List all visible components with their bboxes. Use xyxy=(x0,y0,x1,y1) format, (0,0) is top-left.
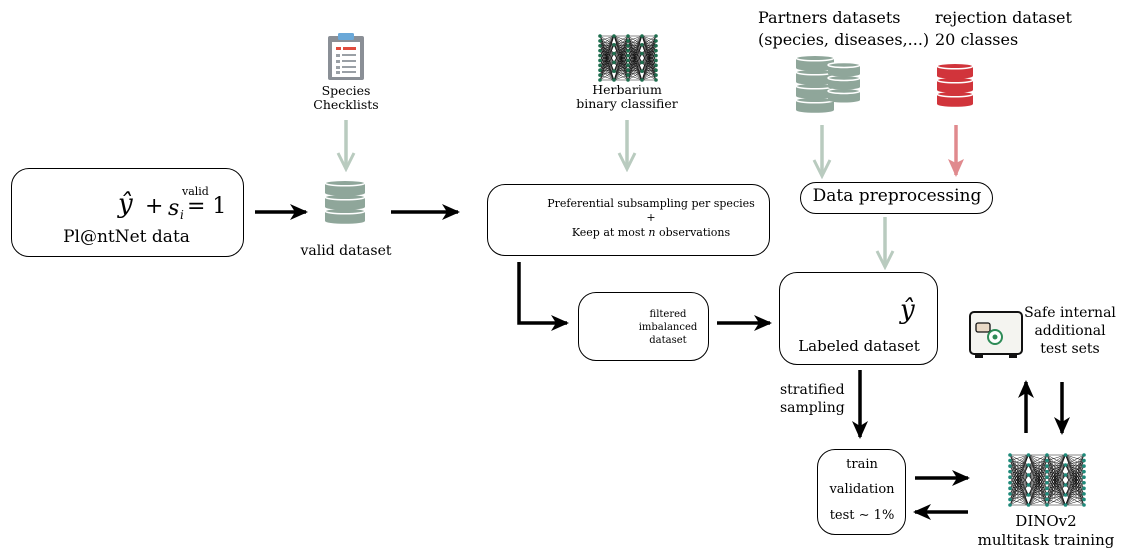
subsampling-label: Preferential subsampling per species + K… xyxy=(547,197,755,239)
subsampling-box xyxy=(487,184,770,256)
filtered-box xyxy=(578,292,709,361)
filtered-label: filtered imbalanced dataset xyxy=(638,309,698,346)
herbarium-label: Herbarium binary classifier xyxy=(576,82,678,112)
s-superscript: valid xyxy=(182,185,209,198)
partners-label: Partners datasets (species, diseases,...… xyxy=(758,8,930,49)
stratified-label: stratified sampling xyxy=(780,382,845,417)
neural-network-icon xyxy=(1008,453,1086,507)
dino-label: DINOv2 multitask training xyxy=(977,512,1115,549)
neural-network-icon xyxy=(598,34,658,82)
clipboard-icon xyxy=(328,33,364,80)
checklists-label: Species Checklists xyxy=(313,83,379,113)
labeled-box xyxy=(779,272,938,365)
database-icon xyxy=(827,61,861,103)
preprocessing-label: Data preprocessing xyxy=(812,186,982,206)
plantnet-box xyxy=(11,168,244,257)
s-symbol: s xyxy=(168,196,180,221)
rejection-label: rejection dataset 20 classes xyxy=(935,8,1072,49)
safe-icon xyxy=(969,311,1023,358)
preprocessing-box xyxy=(800,182,993,214)
split-test: test ∼ 1% xyxy=(829,508,895,523)
s-subscript: i xyxy=(180,208,184,222)
valid-dataset-label: valid dataset xyxy=(300,243,392,259)
plantnet-label: Pl@ntNet data xyxy=(63,227,190,247)
labeled-label: Labeled dataset xyxy=(798,337,920,355)
safe-label: Safe internal additional test sets xyxy=(1024,305,1116,358)
plus-sign: + xyxy=(145,194,164,219)
splits-box xyxy=(817,449,906,535)
y-hat-symbol: ŷ xyxy=(900,295,915,325)
database-icon xyxy=(936,62,974,107)
database-icon xyxy=(795,54,835,113)
split-validation: validation xyxy=(829,482,895,497)
database-icon xyxy=(324,179,366,224)
arrow-subsampling-to-filtered xyxy=(517,262,569,331)
split-train: train xyxy=(846,457,878,472)
equals-one: = 1 xyxy=(187,194,227,219)
y-hat-symbol: ŷ xyxy=(118,189,133,219)
